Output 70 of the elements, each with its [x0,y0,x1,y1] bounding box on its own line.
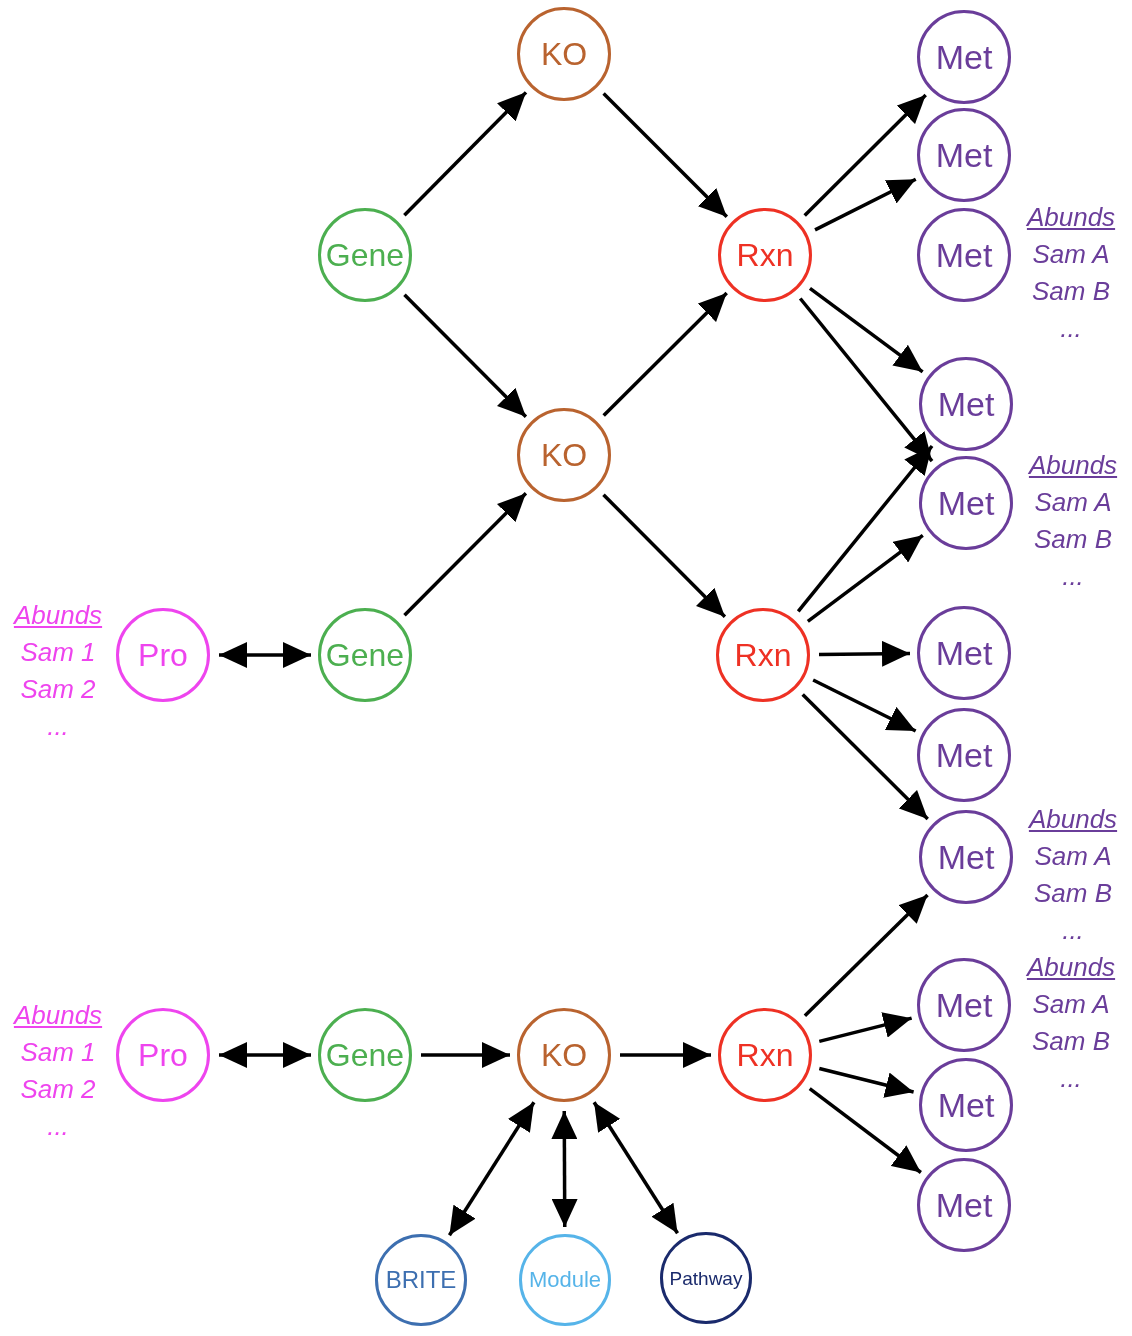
arrow [403,91,528,217]
arrow [219,642,311,668]
node-label: KO [540,1039,588,1071]
arrow [819,640,910,667]
arrow [818,1066,915,1098]
arrow [602,493,727,618]
arrow [620,1042,711,1068]
node-label: Met [935,138,993,172]
arrow [421,1042,510,1068]
sample-label: ... [47,710,69,743]
node-label: Module [528,1269,602,1291]
sample-label: ... [1060,1062,1082,1095]
sample-label: Sam A [1034,486,1112,519]
sample-label: Sam A [1032,238,1110,271]
node-label: Rxn [734,639,792,671]
arrow [403,293,528,418]
node-label: KO [540,38,588,70]
arrow [551,1111,578,1227]
abundance-heading: Abunds [1026,201,1116,234]
arrow [403,492,528,617]
sample-label: Sam B [1032,1025,1110,1058]
sample-label: Sam 2 [20,1073,96,1106]
node-label: Gene [325,1039,405,1071]
node-label: Pathway [669,1268,743,1288]
arrow [812,678,917,733]
arrow [803,93,927,217]
node-label: KO [540,439,588,471]
arrow [801,693,929,821]
node-label: Met [935,238,993,272]
sample-label: ... [47,1110,69,1143]
node-label: Met [935,1188,993,1222]
sample-label: Sam A [1032,988,1110,1021]
arrow [602,291,728,417]
sample-label: Sam B [1034,523,1112,556]
abundance-heading: Abunds [13,999,103,1032]
node-label: Met [937,1088,995,1122]
sample-label: Sam B [1032,275,1110,308]
sample-label: Sam 1 [20,1036,96,1069]
node-label: Rxn [736,239,794,271]
sample-label: Sam 1 [20,636,96,669]
abundance-heading: Abunds [1028,449,1118,482]
node-label: Met [937,486,995,520]
sample-label: ... [1062,914,1084,947]
sample-label: ... [1062,560,1084,593]
abundance-heading: Abunds [1028,803,1118,836]
node-label: Met [937,840,995,874]
arrow [796,444,934,613]
node-label: Pro [138,1039,188,1071]
sample-label: Sam A [1034,840,1112,873]
node-label: BRITE [385,1268,457,1292]
arrow [814,177,917,232]
node-label: Met [935,988,993,1022]
arrow [798,297,934,463]
node-label: Rxn [736,1039,794,1071]
node-label: Gene [325,639,405,671]
arrow [219,1042,311,1068]
abundance-heading: Abunds [1026,951,1116,984]
node-label: Met [935,738,993,772]
abundance-heading: Abunds [13,599,103,632]
arrow [803,893,929,1017]
node-label: Met [937,387,995,421]
node-label: Met [935,636,993,670]
sample-label: Sam 2 [20,673,96,706]
node-label: Pro [138,639,188,671]
node-label: Gene [325,239,405,271]
node-label: Met [935,40,993,74]
sample-label: Sam B [1034,877,1112,910]
arrow [818,1012,913,1044]
arrow [602,92,729,219]
sample-label: ... [1060,312,1082,345]
